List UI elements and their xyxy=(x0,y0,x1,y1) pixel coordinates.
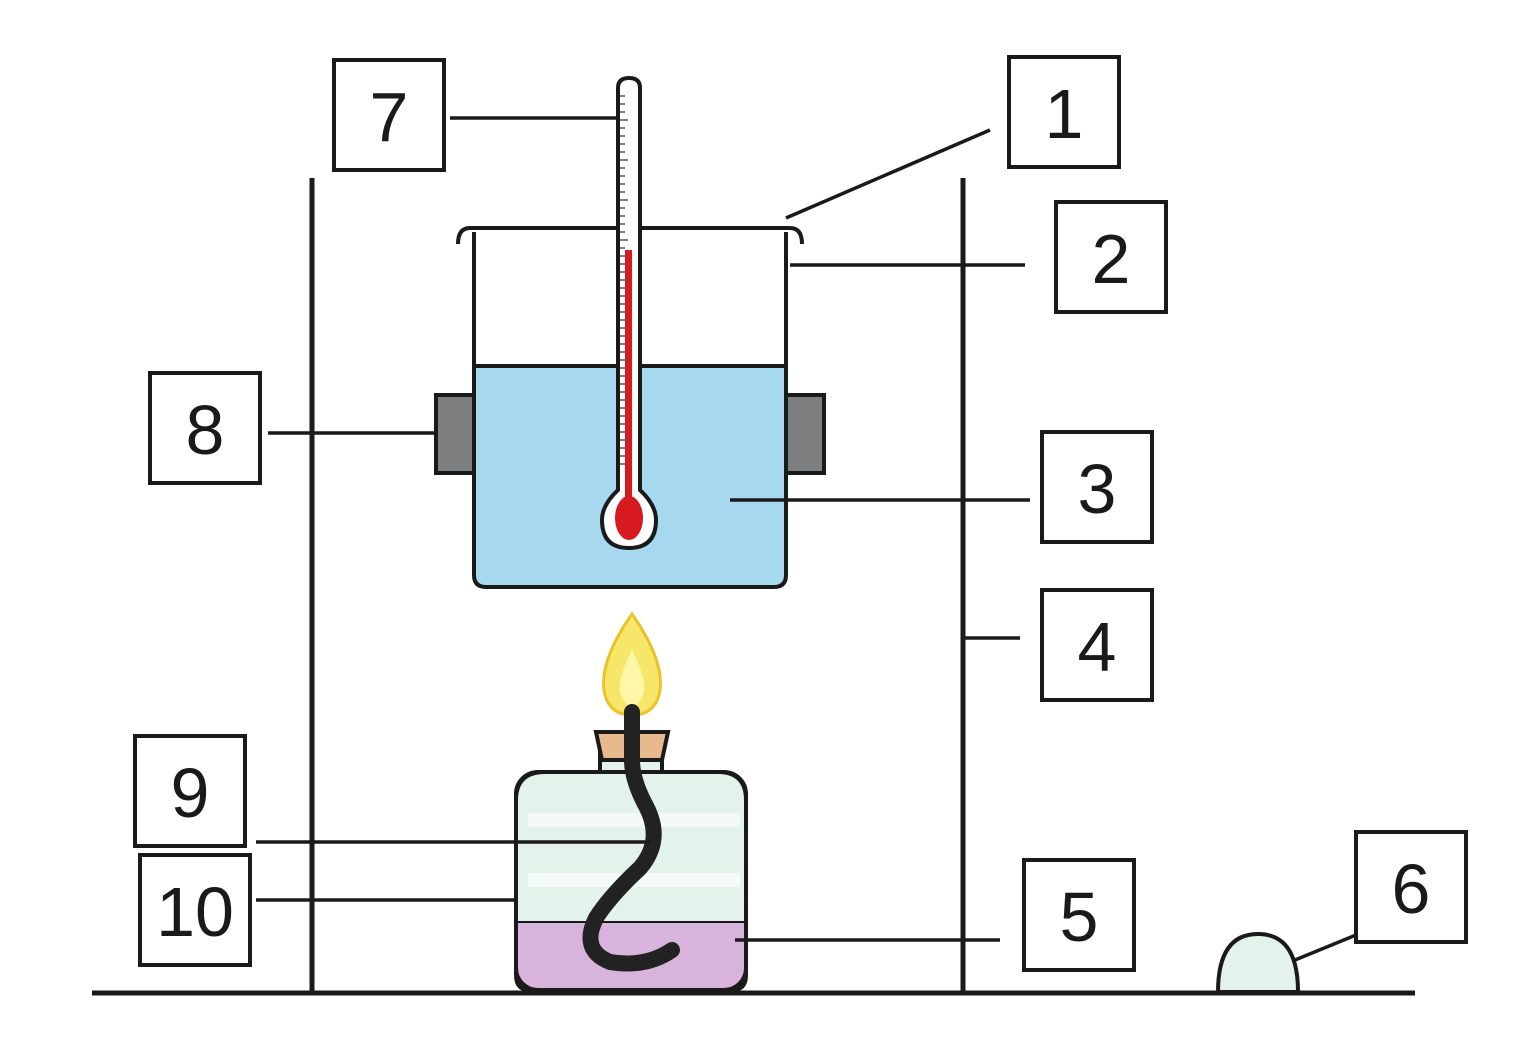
label-1-text: 1 xyxy=(1045,75,1084,153)
flame-core xyxy=(619,650,645,706)
label-4-text: 4 xyxy=(1078,608,1117,686)
clamp-right xyxy=(784,393,826,475)
thermometer-bulb xyxy=(615,496,643,540)
label-7-text: 7 xyxy=(370,78,409,156)
thermometer xyxy=(599,75,659,551)
label-5-text: 5 xyxy=(1060,878,1099,956)
spirit-lamp xyxy=(514,704,748,992)
label-2-text: 2 xyxy=(1092,220,1131,298)
label-6: 6 xyxy=(1354,830,1468,944)
label-10: 10 xyxy=(138,853,252,967)
thermometer-liquid-column xyxy=(625,250,632,500)
clamp-left xyxy=(434,393,476,475)
wick xyxy=(582,704,680,972)
label-6-text: 6 xyxy=(1392,850,1431,928)
leader-1 xyxy=(785,128,991,220)
label-9: 9 xyxy=(133,734,247,848)
label-5: 5 xyxy=(1022,858,1136,972)
label-7: 7 xyxy=(332,58,446,172)
lamp-alcohol xyxy=(518,922,744,988)
label-8-text: 8 xyxy=(186,391,225,469)
leader-6 xyxy=(1294,933,1357,962)
label-9-text: 9 xyxy=(171,754,210,832)
thermometer-scale xyxy=(620,95,628,465)
label-8: 8 xyxy=(148,371,262,485)
label-3: 3 xyxy=(1040,430,1154,544)
label-10-text: 10 xyxy=(156,873,234,951)
label-4: 4 xyxy=(1040,588,1154,702)
label-2: 2 xyxy=(1054,200,1168,314)
leader-lines xyxy=(256,116,1357,962)
label-1: 1 xyxy=(1007,55,1121,169)
label-3-text: 3 xyxy=(1078,450,1117,528)
lamp-cap xyxy=(1215,931,1301,994)
